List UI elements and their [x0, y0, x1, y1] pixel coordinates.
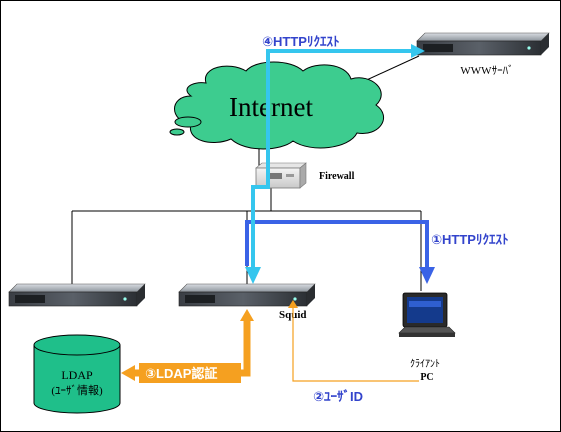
firewall-icon [255, 162, 307, 189]
step1-arrow [245, 220, 435, 284]
internet-label: Internet [229, 92, 313, 122]
client-label-line1: ｸﾗｲｱﾝﾄ [410, 358, 440, 370]
internet-cloud [169, 61, 385, 150]
step1-label: ①HTTPﾘｸｴｽﾄ [431, 232, 508, 247]
step4-arrow [245, 44, 425, 284]
client-label-line2: PC [420, 372, 433, 383]
www-server-label: WWWｻｰﾊﾞ [460, 64, 513, 77]
squid-server-icon [178, 283, 316, 307]
ldap-server-icon [8, 283, 146, 307]
ldap-db-label-line2: (ﾕｰｻﾞ情報) [51, 384, 103, 397]
firewall-label: Firewall [319, 171, 355, 182]
client-laptop-icon [398, 292, 456, 337]
step2-arrow [288, 300, 419, 382]
step2-label: ②ﾕｰｻﾞID [313, 389, 363, 404]
step3-label-box [139, 363, 241, 383]
www-server-icon [416, 32, 550, 56]
step3-label: ③LDAP認証 [145, 366, 217, 381]
ldap-database-icon [33, 334, 121, 414]
step4-label: ④HTTPﾘｸｴｽﾄ [262, 34, 339, 49]
ldap-db-label-line1: LDAP [61, 368, 93, 382]
